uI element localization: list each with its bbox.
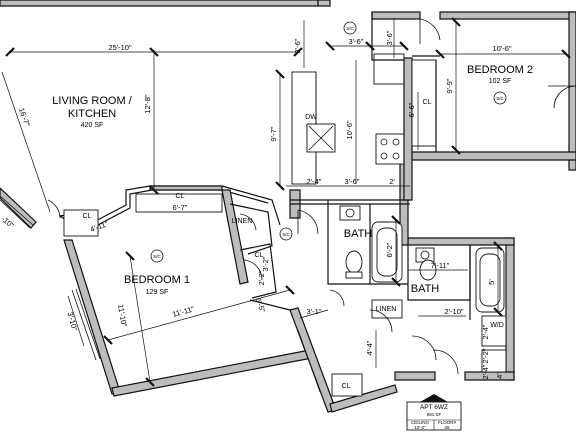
- closet-bed1-top-label: CL: [176, 193, 185, 200]
- bedroom1-area: 129 SF: [146, 289, 169, 296]
- apartment-number: APT 6WZ: [420, 404, 448, 411]
- bedroom2-label: BEDROOM 2: [467, 64, 533, 76]
- dim-bath2-height: 5': [487, 279, 496, 285]
- closet-hall-label: CL: [342, 383, 351, 390]
- linen1-label: LINEN: [232, 218, 253, 225]
- dim-bed1-height: 11'-10": [116, 304, 129, 328]
- dim-bed1-closet-right: 3'-2": [261, 256, 270, 271]
- dim-hall-a: 3'-1": [307, 307, 322, 316]
- dim-kitchen-bottom-a: 2'-4": [307, 177, 322, 186]
- closet-bed1-left-label: CL: [83, 213, 92, 220]
- svg-text:S/C: S/C: [282, 232, 290, 237]
- floor-value: 06: [444, 425, 450, 430]
- closet-bed1-right-label: CL: [255, 252, 264, 259]
- linen2-label: LINEN: [376, 306, 397, 313]
- dim-living-height: 12'-8": [143, 94, 152, 113]
- svg-text:S/C: S/C: [153, 254, 161, 259]
- washer-dryer-label: W/D: [490, 322, 504, 329]
- dim-wd-d: 2'-4": [481, 364, 490, 379]
- dim-bed2-closet: 6'-6": [407, 102, 416, 117]
- living-room-label-line1: LIVING ROOM /: [52, 95, 132, 107]
- bedroom1-label: BEDROOM 1: [124, 274, 190, 286]
- dim-kitchen-mid: 10'-6": [345, 120, 354, 139]
- dim-kitchen-bottom-b: 3'-6": [345, 177, 360, 186]
- exterior-walls: [0, 0, 576, 413]
- dim-closet-top: 6'-7": [173, 203, 188, 212]
- dim-kitchen-depth: 9'-7": [269, 126, 278, 141]
- dim-kitchen-top-c: 3'-6": [385, 30, 394, 45]
- dim-kitchen-bottom-c: 2': [389, 177, 395, 186]
- living-room-area: 420 SF: [81, 122, 104, 129]
- dim-bed2-height: 9'-9": [445, 78, 454, 93]
- smoke-detector-icon: S/C: [150, 249, 164, 263]
- dim-living-diag: 16'-7": [17, 107, 32, 128]
- ceiling-label: CEILING: [411, 420, 430, 425]
- dim-hall-b: 4'-4": [365, 340, 374, 355]
- floor-label: FLOOR#: [438, 420, 457, 425]
- apartment-area: 981 SF: [427, 412, 442, 417]
- svg-text:S/C: S/C: [346, 26, 354, 31]
- ceiling-value: 10'-0": [414, 425, 426, 430]
- dim-linen2-width: 2'-10": [444, 307, 463, 316]
- living-room-label-line2: KITCHEN: [68, 108, 116, 120]
- dim-wd-a: 2'-4": [481, 324, 490, 339]
- dim-wd-c: 4': [495, 373, 504, 379]
- dim-bed1-door: 6'-5": [254, 297, 268, 314]
- bath1-label: BATH: [344, 228, 373, 240]
- interior-walls: [0, 12, 576, 397]
- dim-edge-left: -10": [0, 214, 16, 230]
- dim-bath2-width: 7'-11": [431, 261, 450, 270]
- dim-bed1-left: 3'-10": [66, 311, 80, 332]
- bedroom2-area: 102 SF: [489, 78, 512, 85]
- svg-text:S/C: S/C: [496, 96, 504, 101]
- title-block: APT 6WZ 981 SF CEILING 10'-0" FLOOR# 06: [406, 394, 462, 431]
- dim-living-width: 25'-10": [108, 43, 132, 52]
- dim-wd-b: 2'-2": [481, 348, 490, 363]
- dimension-lines: [1, 17, 571, 387]
- dishwasher-label: DW: [305, 114, 317, 121]
- dim-kitchen-top-b: 3'-6": [349, 37, 364, 46]
- smoke-detector-icon: S/C: [279, 227, 293, 241]
- dim-kitchen-top-a: 3'-6": [293, 38, 302, 53]
- smoke-detector-icon: S/C: [343, 21, 357, 35]
- closet-bed2-label: CL: [423, 99, 432, 106]
- smoke-detector-icon: S/C: [493, 91, 507, 105]
- dim-bed2-width: 10'-6": [492, 44, 511, 53]
- bath2-label: BATH: [411, 283, 440, 295]
- dim-bath1-height: 6'-2": [385, 242, 394, 257]
- dim-bed1-closet-right2: 2'-2": [257, 270, 266, 285]
